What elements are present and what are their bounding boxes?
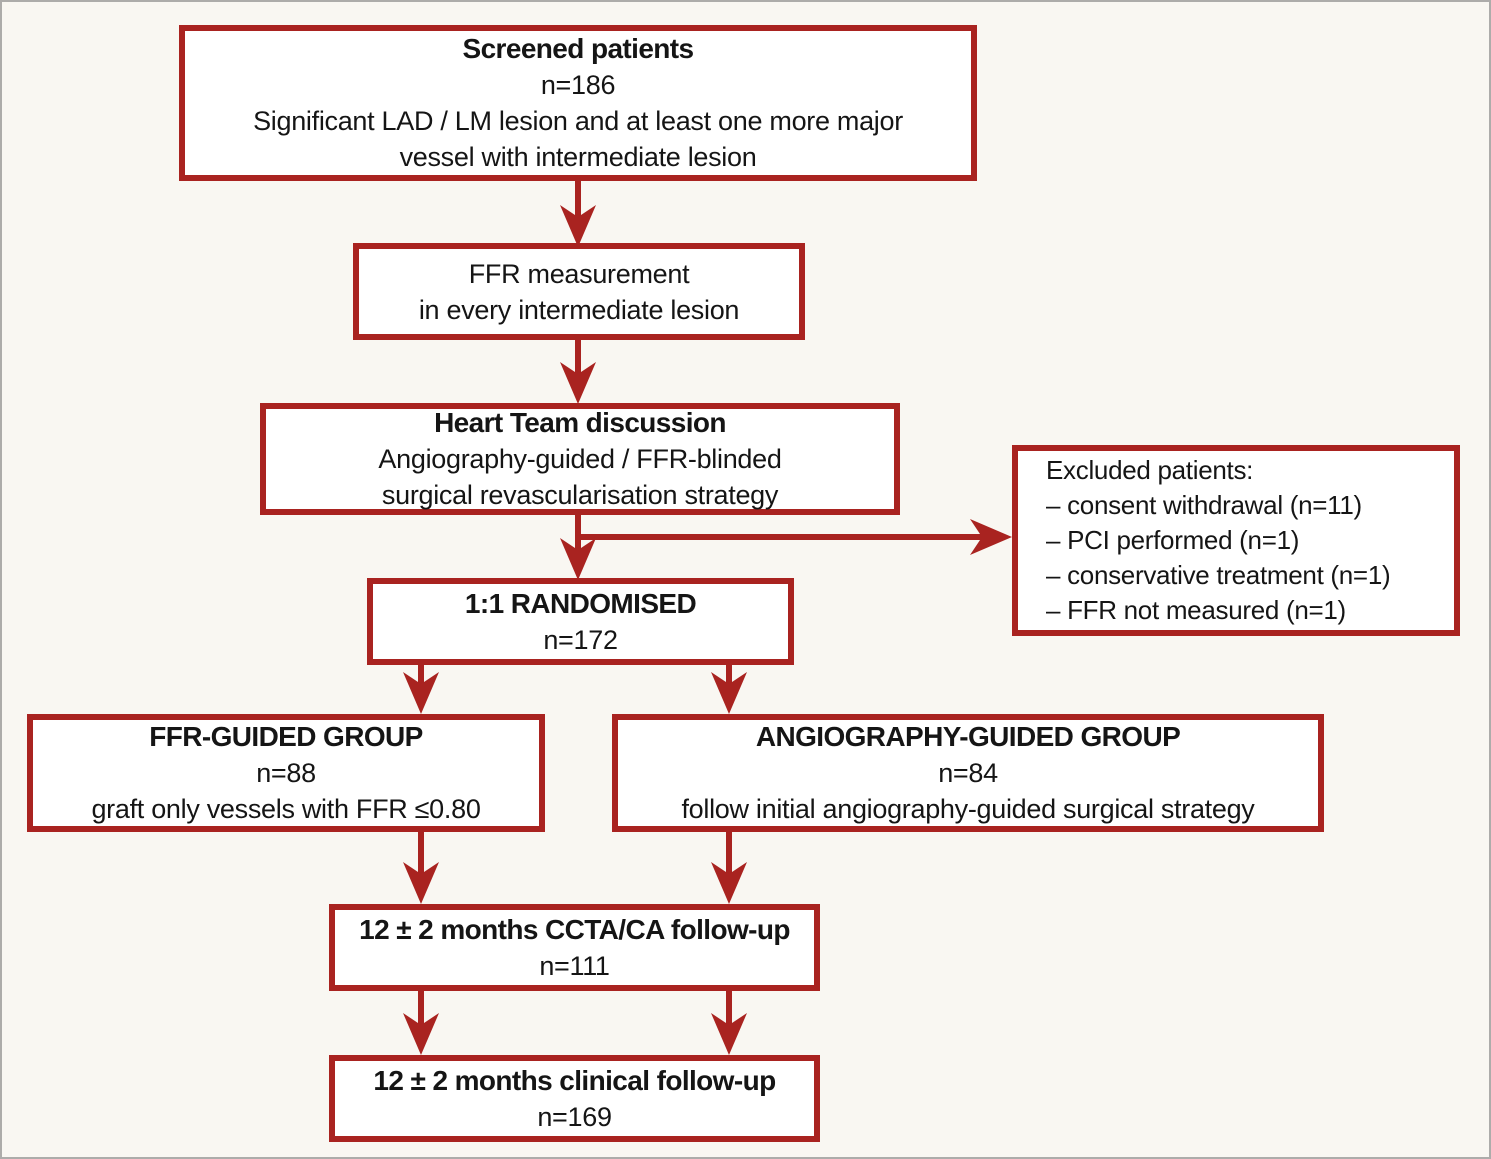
angiography-guided-group-box: ANGIOGRAPHY-GUIDED GROUP n=84 follow ini…	[612, 714, 1324, 832]
arrowhead-down-icon	[403, 1013, 439, 1055]
excluded-patients-title: Excluded patients:	[1046, 455, 1254, 485]
arrowhead-down-icon	[560, 538, 596, 580]
connector-heart-team-to-excluded	[575, 519, 1012, 555]
heart-team-box: Heart Team discussion Angiography-guided…	[260, 403, 900, 515]
excluded-patients-box: Excluded patients: – consent withdrawal …	[1012, 445, 1460, 636]
angiography-guided-group-title: ANGIOGRAPHY-GUIDED GROUP	[755, 721, 1181, 752]
arrowhead-right-icon	[970, 519, 1012, 555]
connector-randomised-to-angio-group	[711, 662, 747, 714]
clinical-followup-count: n=169	[537, 1101, 612, 1132]
screened-patients-desc-line2: vessel with intermediate lesion	[399, 142, 757, 172]
connector-ccta-to-clinical-left	[403, 988, 439, 1055]
ffr-measurement-line1: FFR measurement	[468, 258, 690, 289]
excluded-item: – consent withdrawal (n=11)	[1046, 490, 1362, 520]
randomised-box: 1:1 RANDOMISED n=172	[367, 578, 794, 665]
clinical-followup-title: 12 ± 2 months clinical follow-up	[373, 1064, 776, 1096]
randomised-title: 1:1 RANDOMISED	[464, 587, 697, 619]
arrowhead-down-icon	[711, 1013, 747, 1055]
connector-angio-group-to-ccta-followup	[711, 830, 747, 904]
ffr-measurement-box: FFR measurement in every intermediate le…	[353, 243, 805, 340]
angiography-guided-group-count: n=84	[938, 758, 998, 788]
excluded-item: – PCI performed (n=1)	[1046, 525, 1300, 555]
screened-patients-count: n=186	[540, 70, 616, 100]
clinical-followup-box: 12 ± 2 months clinical follow-up n=169	[329, 1055, 820, 1142]
excluded-item: – FFR not measured (n=1)	[1046, 595, 1346, 625]
ffr-guided-group-title: FFR-GUIDED GROUP	[149, 721, 423, 752]
connector-randomised-to-ffr-group	[403, 662, 439, 714]
ffr-guided-group-desc: graft only vessels with FFR ≤0.80	[91, 794, 481, 824]
screened-patients-desc-line1: Significant LAD / LM lesion and at least…	[253, 106, 903, 136]
connector-ffr-measurement-to-heart-team	[560, 338, 596, 404]
ffr-measurement-line2: in every intermediate lesion	[418, 294, 740, 325]
arrowhead-down-icon	[711, 862, 747, 904]
arrowhead-down-icon	[403, 862, 439, 904]
heart-team-desc-line2: surgical revascularisation strategy	[381, 480, 779, 510]
ccta-followup-count: n=111	[539, 950, 610, 981]
arrowhead-down-icon	[403, 672, 439, 714]
ccta-followup-box: 12 ± 2 months CCTA/CA follow-up n=111	[329, 904, 820, 991]
ffr-guided-group-box: FFR-GUIDED GROUP n=88 graft only vessels…	[27, 714, 545, 832]
arrowhead-down-icon	[711, 672, 747, 714]
connector-screened-to-ffr-measurement	[560, 178, 596, 247]
connector-heart-team-to-randomised	[560, 513, 596, 580]
ccta-followup-title: 12 ± 2 months CCTA/CA follow-up	[359, 913, 790, 945]
arrowhead-down-icon	[560, 362, 596, 404]
connector-ccta-to-clinical-right	[711, 988, 747, 1055]
connector-ffr-group-to-ccta-followup	[403, 830, 439, 904]
randomised-count: n=172	[543, 624, 618, 655]
screened-patients-title: Screened patients	[462, 33, 695, 64]
screened-patients-box: Screened patients n=186 Significant LAD …	[179, 25, 977, 181]
ffr-guided-group-count: n=88	[256, 758, 316, 788]
angiography-guided-group-desc: follow initial angiography-guided surgic…	[681, 794, 1255, 824]
arrowhead-down-icon	[560, 205, 596, 247]
heart-team-title: Heart Team discussion	[434, 407, 726, 438]
excluded-item: – conservative treatment (n=1)	[1046, 560, 1391, 590]
heart-team-desc-line1: Angiography-guided / FFR-blinded	[378, 444, 782, 474]
